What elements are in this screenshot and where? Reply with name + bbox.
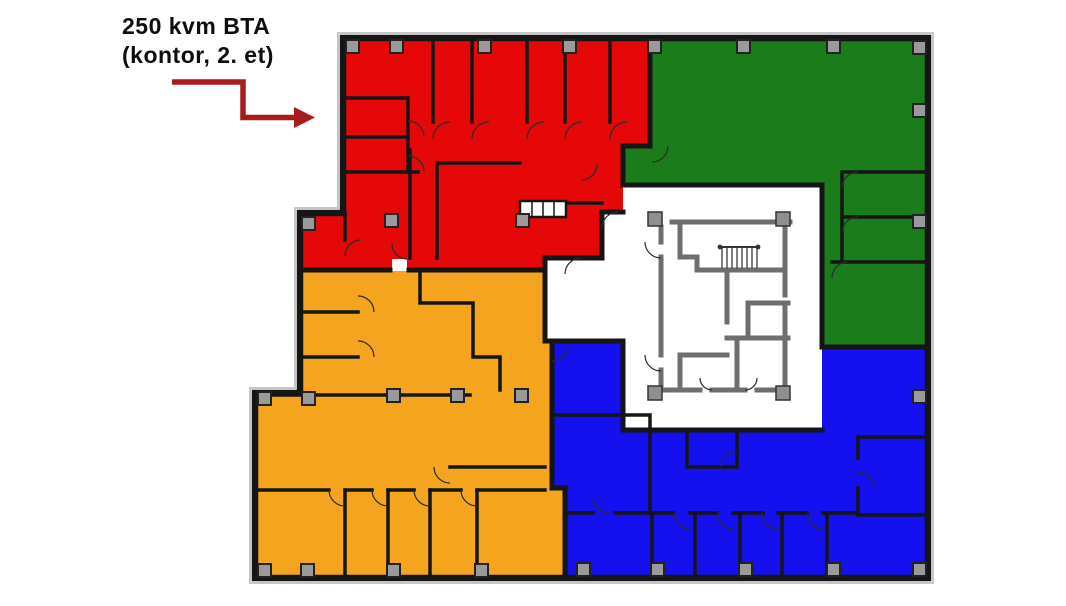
- zone-blue: [552, 341, 928, 578]
- zones: [255, 38, 928, 578]
- zone-corridor-white: [545, 258, 623, 341]
- arrow-line: [172, 79, 296, 121]
- core-posts: [647, 211, 791, 401]
- annotation-arrow: [172, 79, 315, 128]
- building-outline: [251, 34, 932, 582]
- arrow-head: [294, 107, 315, 128]
- stair: [717, 244, 761, 269]
- building-outer-offset: [249, 32, 934, 584]
- zone-red: [300, 38, 650, 270]
- core-structure: [658, 219, 793, 393]
- zone-green: [623, 38, 928, 347]
- zone-orange: [255, 270, 565, 578]
- area-annotation: 250 kvm BTA (kontor, 2. et): [122, 12, 274, 71]
- zone-boundary-walls: [297, 35, 931, 581]
- annotation-line2: (kontor, 2. et): [122, 42, 274, 69]
- window-panes: [518, 199, 568, 219]
- door-arcs: [328, 120, 875, 530]
- red-orange-door-notch: [392, 259, 407, 271]
- columns: [257, 39, 927, 578]
- annotation-line1: 250 kvm BTA: [122, 13, 271, 39]
